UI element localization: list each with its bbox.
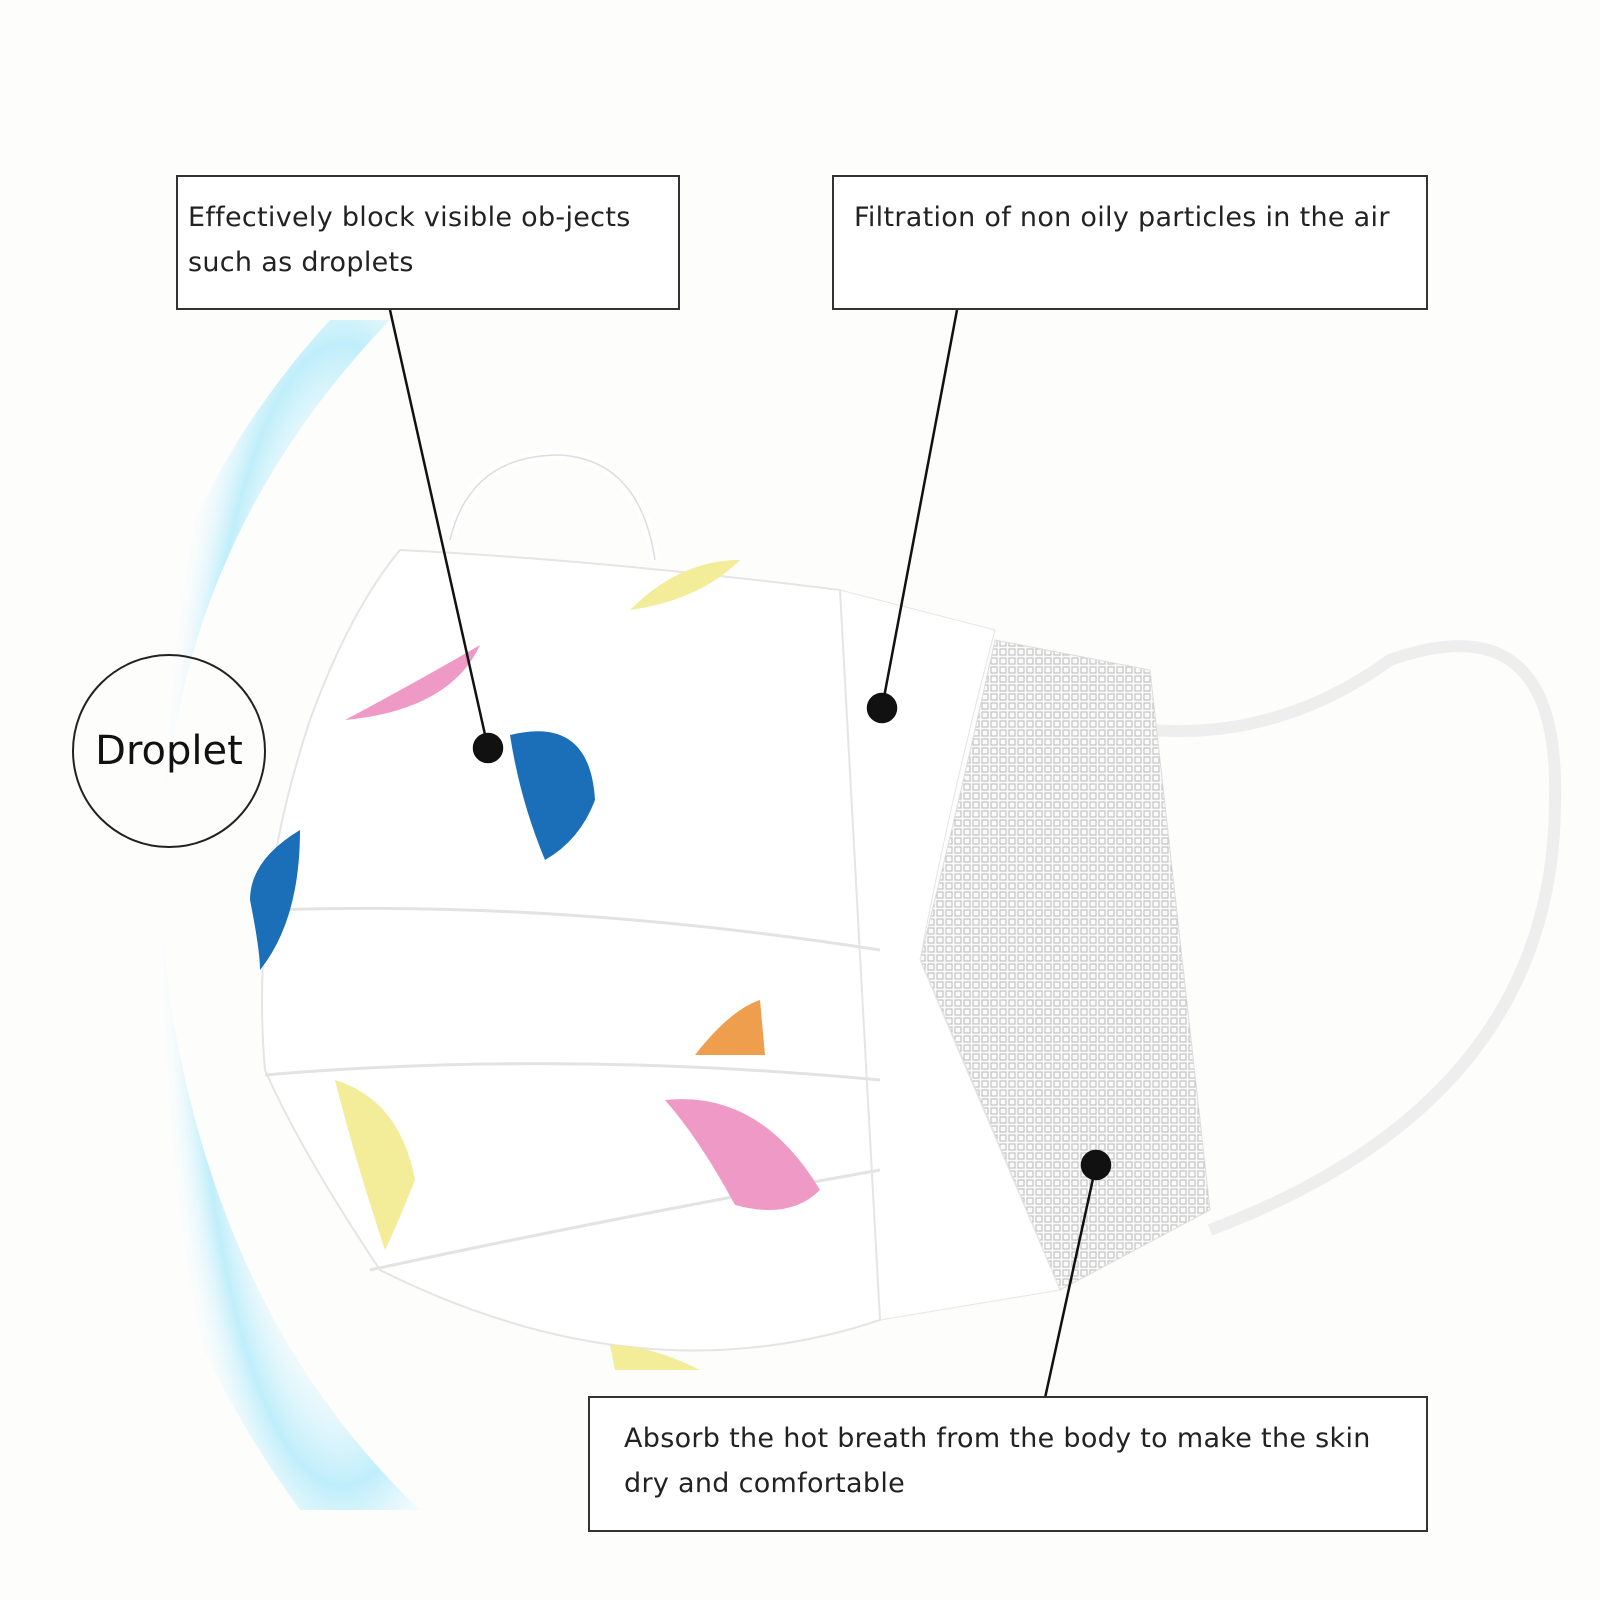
callout-inner-layer: Absorb the hot breath from the body to m… [588, 1396, 1428, 1532]
umbrella-blue [250, 830, 300, 970]
umbrella-orange [695, 1000, 765, 1055]
umbrella-yellow [610, 1345, 700, 1370]
umbrella-yellow [630, 560, 740, 610]
pleat-line [269, 906, 881, 952]
callout-leader-lines [388, 309, 1112, 1399]
umbrella-pink [345, 645, 480, 720]
ear-loop-top [445, 449, 660, 561]
mask-middle-layer [839, 589, 1061, 1321]
droplet-shield-glow [110, 320, 420, 1510]
mask-outer-layer [261, 548, 882, 1352]
callout-middle-layer: Filtration of non oily particles in the … [832, 175, 1428, 310]
umbrella-pink [665, 1099, 820, 1210]
ear-loop-right [1149, 640, 1562, 1236]
umbrella-yellow [335, 1080, 415, 1250]
umbrella-blue [510, 731, 595, 860]
callout-outer-layer: Effectively block visible ob-jects such … [176, 175, 680, 310]
pleat-line [264, 1062, 881, 1082]
droplet-label: Droplet [72, 654, 266, 848]
